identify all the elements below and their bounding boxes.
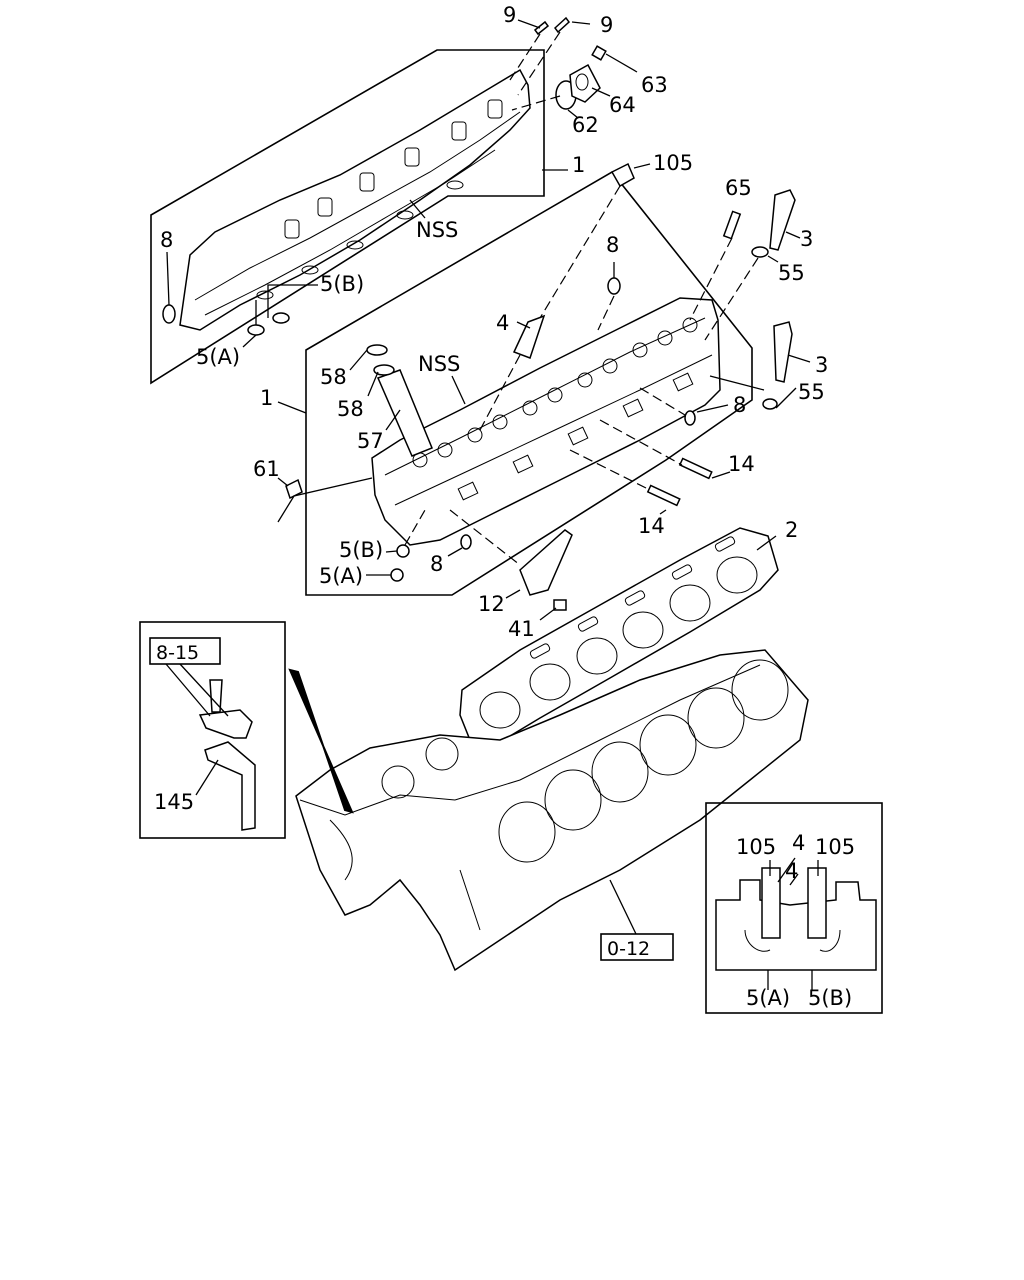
callout-14-left: 14: [638, 514, 665, 538]
callout-14-right: 14: [728, 452, 755, 476]
gasket-bores: [479, 536, 758, 729]
inset-label-105-right: 105: [815, 835, 855, 859]
top-frame: [150, 49, 545, 385]
inset-label-105-left: 105: [736, 835, 776, 859]
plug-8-mid-a: [607, 277, 621, 295]
clamp-in-inset: [198, 709, 253, 739]
callout-4: 4: [496, 311, 509, 335]
callout-labels: 9 9 63 64 62 1 105 65 NSS 8 3 8 55 5(B) …: [160, 3, 828, 641]
stud-9-left: [533, 20, 550, 36]
ref-box-0-12[interactable]: 0-12: [600, 933, 674, 961]
sleeve-left: [761, 867, 781, 939]
washer-55-upper: [751, 246, 769, 258]
inset-label-4-b: 4: [785, 859, 798, 883]
stud-14-left: [646, 484, 681, 507]
cylinder-head-side-view: [179, 68, 531, 331]
cylinder-head-top-view: [371, 297, 721, 546]
callout-8-mid-c: 8: [430, 552, 443, 576]
callout-12: 12: [478, 592, 505, 616]
callout-8-mid-b: 8: [733, 393, 746, 417]
bolt-63: [591, 45, 607, 61]
bolt-41: [553, 599, 567, 611]
inset-right: [705, 802, 883, 1014]
washer-55-lower: [762, 398, 778, 410]
callout-9-right: 9: [600, 13, 613, 37]
stud-9-right: [553, 16, 571, 34]
o-ring-58-b: [373, 364, 395, 376]
callout-8-top: 8: [160, 228, 173, 252]
sleeve-4: [512, 314, 546, 359]
inset-label-5b: 5(B): [808, 986, 852, 1010]
callout-55-lower: 55: [798, 380, 825, 404]
plug-5a-mid: [390, 568, 404, 582]
callout-145: 145: [154, 790, 194, 814]
callout-8-mid-a: 8: [606, 233, 619, 257]
callout-3-upper: 3: [800, 227, 813, 251]
callout-9-left: 9: [503, 3, 516, 27]
nss-label-mid: NSS: [418, 352, 460, 376]
callout-64: 64: [609, 93, 636, 117]
callout-57: 57: [357, 429, 384, 453]
plug-8-mid-c: [460, 534, 472, 550]
middle-frame: [305, 170, 753, 596]
bracket-145: [204, 741, 256, 831]
inset-left: [139, 621, 286, 839]
cylinder-block: [295, 649, 809, 972]
cylinder-block-group: [288, 649, 809, 972]
callout-105: 105: [653, 151, 693, 175]
plug-5b-mid: [396, 544, 410, 558]
sleeve-right: [807, 867, 827, 939]
fitting-61: [285, 478, 303, 500]
cylinder-head-middle-group: [277, 162, 811, 621]
block-bores: [381, 659, 789, 863]
plug-5a-top: [247, 324, 265, 336]
ref-label-8-15: 8-15: [156, 642, 199, 664]
callout-63: 63: [641, 73, 668, 97]
callout-41: 41: [508, 617, 535, 641]
valve-bosses: [412, 317, 698, 501]
callout-65: 65: [725, 176, 752, 200]
leader-wedge: [288, 668, 354, 814]
inset-label-4-a: 4: [792, 831, 805, 855]
cover-64: [569, 63, 601, 103]
bolt-3-lower: [773, 321, 793, 383]
callout-2: 2: [785, 518, 798, 542]
plug-8-mid-b: [684, 410, 696, 426]
callout-5b-mid: 5(B): [339, 538, 383, 562]
stud-14-right: [678, 457, 713, 480]
callout-5b-top: 5(B): [320, 272, 364, 296]
plug-5b-top: [272, 312, 290, 324]
callout-1-top: 1: [572, 153, 585, 177]
callout-62: 62: [572, 113, 599, 137]
inset-label-5a: 5(A): [746, 986, 790, 1010]
callout-61: 61: [253, 457, 280, 481]
callout-55-upper: 55: [778, 261, 805, 285]
bolt-3-upper: [769, 189, 796, 251]
callout-3-lower: 3: [815, 353, 828, 377]
ref-label-0-12: 0-12: [607, 938, 650, 960]
stud-65: [722, 210, 742, 240]
plug-8-top: [162, 304, 176, 324]
cap-105: [610, 162, 635, 188]
bracket-12: [519, 529, 573, 596]
callout-58-b: 58: [337, 397, 364, 421]
cylinder-head-top-group: [150, 16, 638, 385]
o-ring-58-a: [366, 344, 388, 356]
callout-1-mid: 1: [260, 386, 273, 410]
callout-5a-top: 5(A): [196, 345, 240, 369]
ref-box-8-15[interactable]: 8-15: [149, 637, 221, 665]
nss-label-top: NSS: [416, 218, 458, 242]
head-ports-top: [256, 99, 503, 300]
callout-5a-mid: 5(A): [319, 564, 363, 588]
section-view: [715, 879, 877, 971]
callout-58-a: 58: [320, 365, 347, 389]
